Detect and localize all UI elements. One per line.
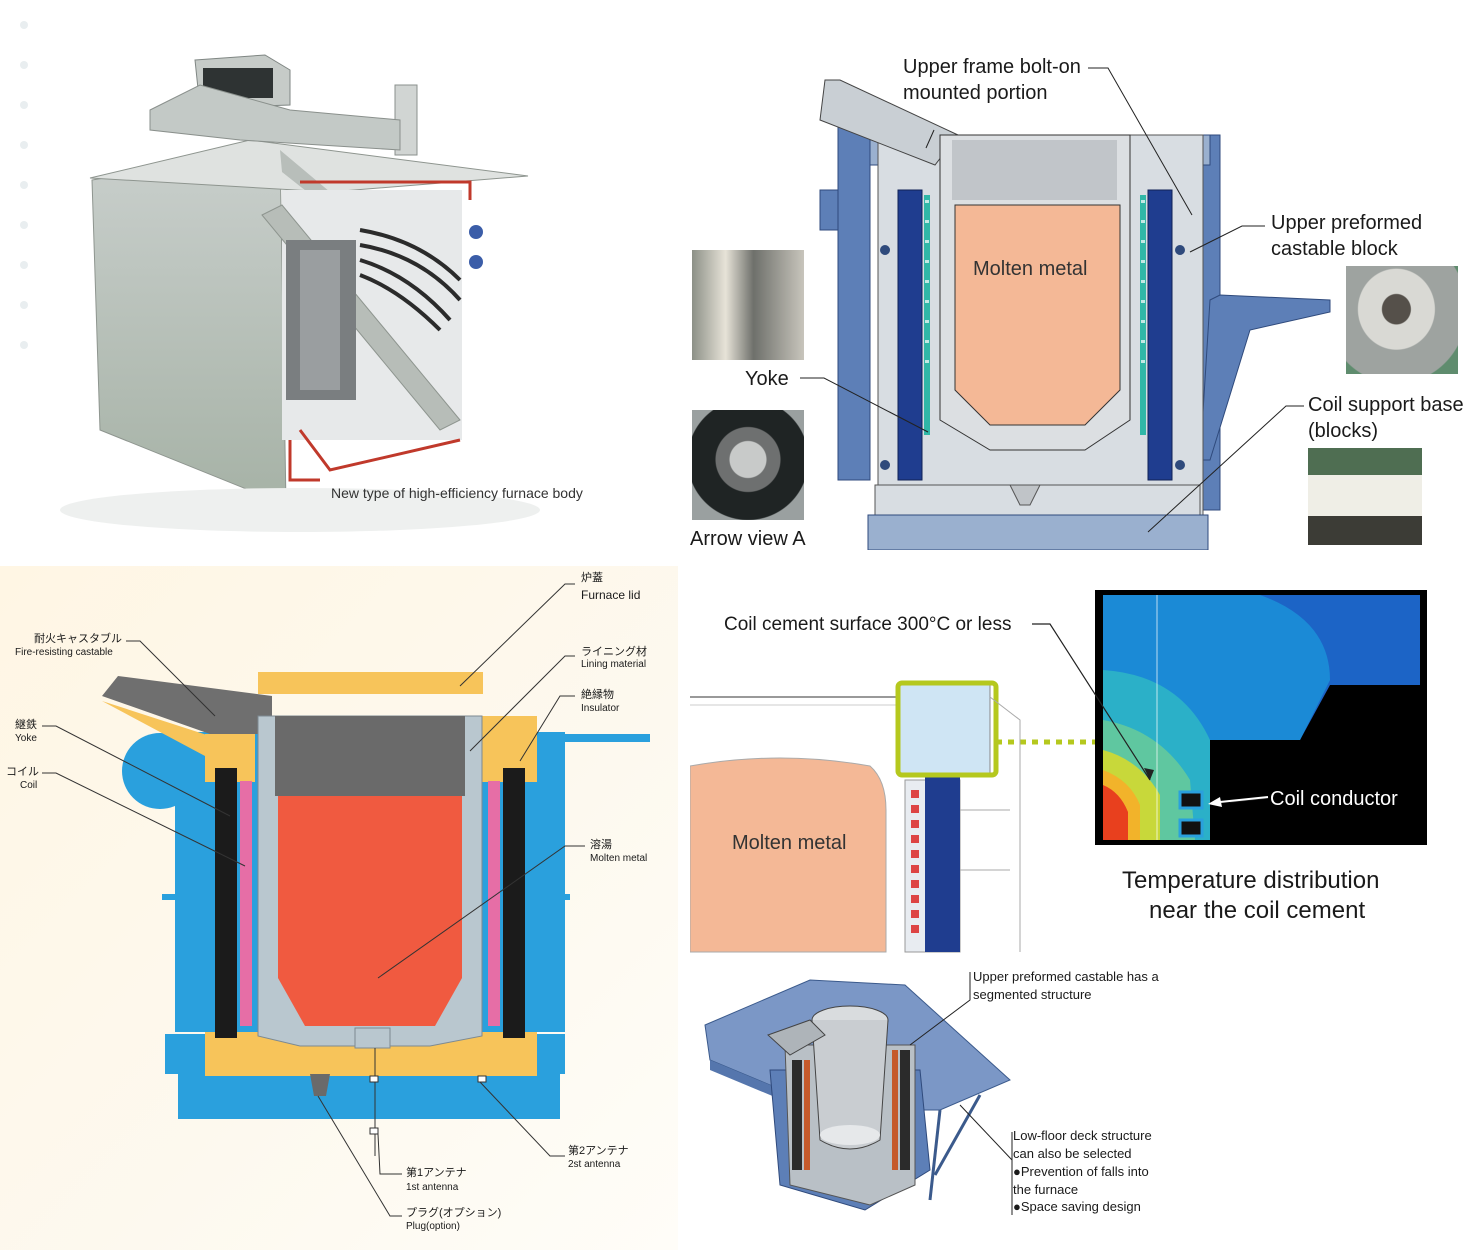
label-lid-jp: 炉蓋 <box>581 572 603 584</box>
label-coil-jp: コイル <box>6 766 39 778</box>
label-coil-en: Coil <box>20 780 38 791</box>
label-molten-en: Molten metal <box>590 853 648 864</box>
furnace-photo <box>20 21 540 532</box>
label-lining-jp: ライニング材 <box>581 646 647 658</box>
label-lining-en: Lining material <box>581 659 647 670</box>
label-upper-block: Upper preformed <box>1271 212 1423 234</box>
isometric-drawing <box>704 972 1013 1215</box>
label-molten-jp: 溶湯 <box>590 839 612 851</box>
label-coil-base: Coil support base <box>1308 394 1464 416</box>
label-ant1-jp: 第1アンテナ <box>406 1167 467 1179</box>
label-temp-title-1: Temperature distribution <box>1122 867 1380 894</box>
label-lid-en: Furnace lid <box>581 588 641 602</box>
label-lowfloor-4: the furnace <box>1013 1182 1079 1197</box>
label-lowfloor-5: ●Space saving design <box>1013 1199 1141 1214</box>
label-cement-surface: Coil cement surface 300°C or less <box>724 614 1012 635</box>
arrow-view-photo <box>692 410 804 520</box>
label-plug-jp: プラグ(オプション) <box>406 1207 502 1219</box>
label-segment-1: Upper preformed castable has a <box>973 969 1159 984</box>
temperature-drawing <box>690 590 1427 953</box>
label-ant2-jp: 第2アンテナ <box>568 1145 629 1157</box>
label-upper-frame: Upper frame bolt-on <box>903 56 1081 78</box>
furnace-photo-panel: New type of high-efficiency furnace body <box>0 0 690 560</box>
label-ant1-en: 1st antenna <box>406 1182 459 1193</box>
coil-base-photo <box>1308 448 1422 545</box>
label-yoke-en: Yoke <box>15 733 37 744</box>
label-coil-base-2: (blocks) <box>1308 420 1379 442</box>
label-upper-block-2: castable block <box>1271 238 1398 260</box>
label-yoke: Yoke <box>745 368 789 390</box>
label-ant2-en: 2st antenna <box>568 1159 621 1170</box>
label-arrow-view: Arrow view A <box>690 528 806 550</box>
photo-caption: New type of high-efficiency furnace body <box>331 485 583 501</box>
label-lowfloor-3: ●Prevention of falls into <box>1013 1164 1149 1179</box>
label-lowfloor-1: Low-floor deck structure <box>1013 1128 1152 1143</box>
upper-block-photo <box>1346 266 1458 374</box>
label-castable-en: Fire-resisting castable <box>15 647 113 658</box>
label-temp-title-2: near the coil cement <box>1149 897 1366 924</box>
label-segment-2: segmented structure <box>973 987 1092 1002</box>
label-lowfloor-2: can also be selected <box>1013 1146 1132 1161</box>
furnace-section-drawing <box>800 67 1331 550</box>
label-insulator-en: Insulator <box>581 703 620 714</box>
label-yoke-jp: 継鉄 <box>15 719 37 731</box>
temperature-panel: Coil cement surface 300°C or less Molten… <box>690 580 1475 960</box>
yoke-photo <box>692 250 804 360</box>
label-molten-metal-2: Molten metal <box>732 832 847 854</box>
furnace-section-panel: Upper frame bolt-on mounted portion Uppe… <box>690 40 1475 550</box>
cross-section-drawing <box>42 583 650 1217</box>
label-insulator-jp: 絶縁物 <box>581 689 614 701</box>
label-molten-metal: Molten metal <box>973 258 1088 280</box>
label-plug-en: Plug(option) <box>406 1221 460 1232</box>
label-coil-conductor: Coil conductor <box>1270 788 1398 810</box>
isometric-panel: Upper preformed castable has a segmented… <box>690 960 1475 1250</box>
label-castable-jp: 耐火キャスタブル <box>34 633 122 645</box>
cross-section-panel: 炉蓋 Furnace lid 耐火キャスタブル Fire-resisting c… <box>0 566 678 1250</box>
label-upper-frame-2: mounted portion <box>903 82 1048 104</box>
